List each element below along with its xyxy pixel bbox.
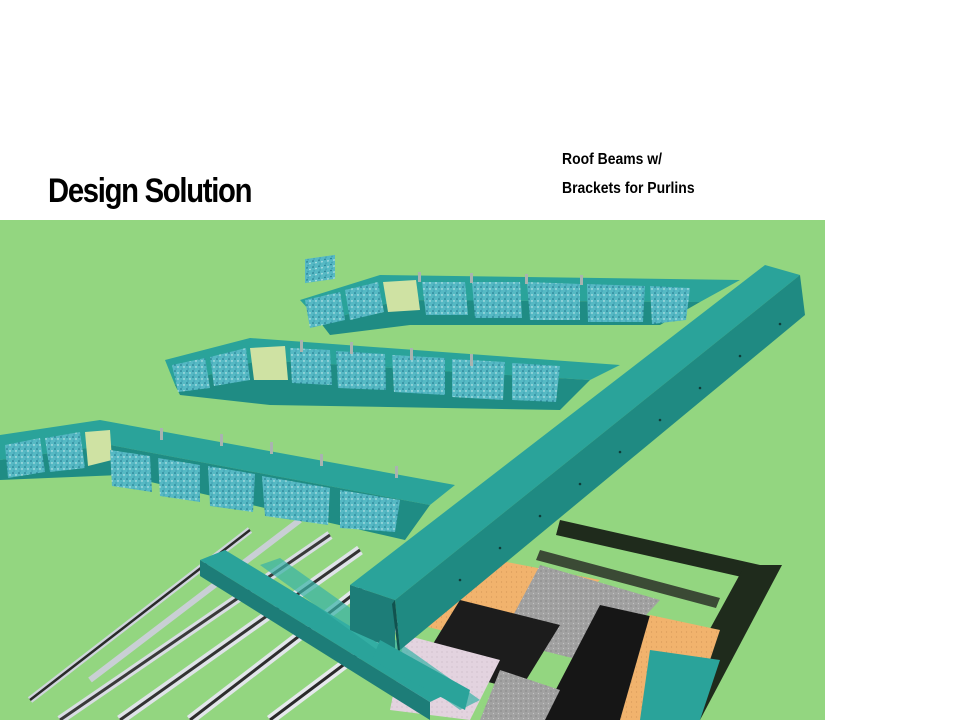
connection-plates bbox=[372, 640, 720, 720]
slide-title: Design Solution bbox=[48, 172, 252, 210]
girder-rivets bbox=[458, 322, 782, 582]
roof-structure-render bbox=[0, 220, 825, 720]
main-girder bbox=[350, 265, 805, 652]
purlin-brackets bbox=[160, 272, 583, 478]
figure-caption: Roof Beams w/ Brackets for Purlins bbox=[562, 145, 695, 203]
beam-1-panels bbox=[305, 254, 335, 284]
roof-beam-3 bbox=[0, 420, 455, 540]
roof-beam-2 bbox=[165, 338, 620, 410]
caption-line-1: Roof Beams w/ bbox=[562, 151, 662, 168]
caption-line-2: Brackets for Purlins bbox=[562, 180, 695, 197]
roof-beam-1 bbox=[300, 254, 740, 335]
